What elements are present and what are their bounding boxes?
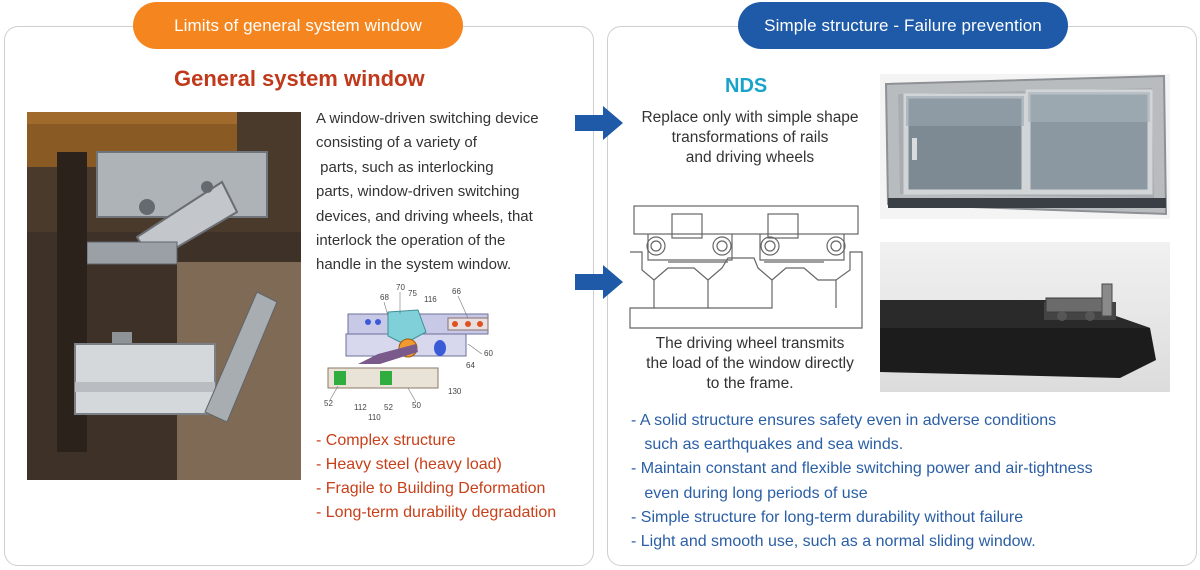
description-line: consisting of a variety of (316, 134, 477, 152)
description-line: devices, and driving wheels, that (316, 207, 533, 225)
part-label: 112 (354, 403, 367, 412)
description-line: A window-driven switching device (316, 110, 539, 127)
limits-pill: Limits of general system window (133, 2, 463, 49)
sliding-window-photo (880, 74, 1170, 219)
limit-item: - Heavy steel (heavy load) (316, 456, 502, 473)
mechanism-photo (27, 112, 301, 480)
wheel-line: the load of the window directly (646, 355, 854, 372)
benefit-item: - Maintain constant and flexible switchi… (631, 460, 1093, 478)
benefit-item: even during long periods of use (631, 484, 868, 502)
part-label: 66 (452, 287, 461, 296)
part-label: 75 (408, 289, 417, 298)
part-label: 52 (384, 403, 393, 412)
benefit-item: - Light and smooth use, such as a normal… (631, 533, 1036, 551)
simple-structure-pill: Simple structure - Failure prevention (738, 2, 1068, 49)
wheel-line: to the frame. (706, 375, 794, 392)
arrow-right-icon (575, 265, 623, 299)
part-label: 130 (448, 387, 462, 396)
part-label: 70 (396, 283, 405, 292)
replace-line: and driving wheels (685, 149, 815, 166)
part-label: 116 (424, 295, 437, 304)
part-label: 68 (380, 293, 389, 302)
limit-item: - Complex structure (316, 432, 456, 449)
benefit-item: such as earthquakes and sea winds. (631, 436, 904, 454)
limits-list: - Complex structure - Heavy steel (heavy… (316, 429, 556, 525)
description-line: interlock the operation of the (316, 232, 506, 250)
benefit-item: - A solid structure ensures safety even … (631, 412, 1057, 429)
replace-description: Replace only with simple shape transform… (632, 108, 868, 168)
general-window-description: A window-driven switching device consist… (316, 107, 556, 278)
parts-diagram: 68 70 75 116 66 60 64 130 52 112 110 52 … (324, 283, 493, 422)
description-line: parts, such as interlocking (316, 158, 494, 176)
wheel-line: The driving wheel transmits (655, 335, 845, 352)
part-label: 64 (466, 361, 475, 370)
part-label: 52 (324, 399, 333, 408)
replace-line: Replace only with simple shape (641, 109, 859, 126)
arrow-right-icon (575, 106, 623, 140)
replace-line: transformations of rails (671, 129, 829, 146)
limit-item: - Long-term durability degradation (316, 504, 557, 521)
part-label: 110 (368, 413, 381, 422)
general-system-window-heading: General system window (174, 66, 425, 91)
benefits-list: - A solid structure ensures safety even … (631, 409, 1093, 554)
part-label: 50 (412, 401, 421, 410)
description-line: parts, window-driven switching (316, 183, 520, 201)
description-line: handle in the system window. (316, 256, 512, 274)
part-label: 60 (484, 349, 493, 358)
limit-item: - Fragile to Building Deformation (316, 480, 546, 497)
nds-heading: NDS (725, 75, 768, 97)
wheel-description: The driving wheel transmits the load of … (632, 334, 868, 394)
rail-and-wheel-photo (880, 242, 1170, 392)
benefit-item: - Simple structure for long-term durabil… (631, 508, 1024, 526)
wheel-cross-section-diagram (629, 205, 863, 329)
